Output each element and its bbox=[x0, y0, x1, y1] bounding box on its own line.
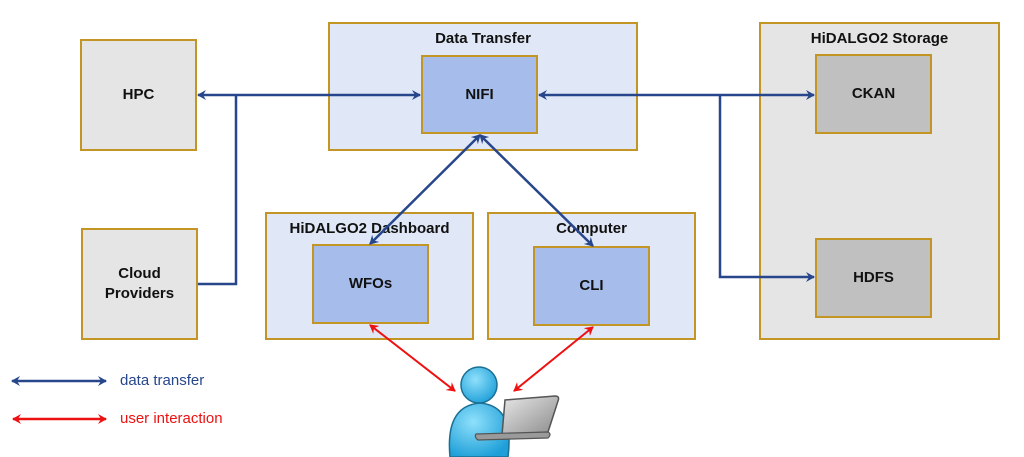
data-transfer-title: Data Transfer bbox=[435, 30, 531, 47]
cloud-providers-label: Cloud Providers bbox=[104, 265, 175, 302]
user-cli-arrow bbox=[513, 326, 594, 392]
cloud-nifi-connector bbox=[198, 95, 238, 286]
hpc-label: HPC bbox=[122, 86, 155, 103]
hpc-node: HPC bbox=[80, 39, 197, 151]
cli-node: CLI bbox=[533, 246, 650, 326]
hdfs-label: HDFS bbox=[853, 269, 894, 286]
nifi-node: NIFI bbox=[421, 55, 538, 134]
hdfs-node: HDFS bbox=[815, 238, 932, 318]
cloud-providers-node: Cloud Providers bbox=[81, 228, 198, 340]
ckan-label: CKAN bbox=[851, 85, 896, 102]
nifi-cli-arrow bbox=[479, 134, 594, 247]
wfos-node: WFOs bbox=[312, 244, 429, 324]
wfos-label: WFOs bbox=[348, 275, 393, 292]
nifi-label: NIFI bbox=[465, 85, 494, 103]
user-wfos-arrow bbox=[369, 324, 456, 392]
nifi-wfos-arrow bbox=[369, 134, 481, 245]
user-with-laptop-icon bbox=[448, 366, 560, 457]
cli-label: CLI bbox=[579, 277, 604, 294]
ckan-node: CKAN bbox=[815, 54, 932, 134]
legend-user-interaction-label: user interaction bbox=[120, 410, 223, 427]
legend-data-transfer-label: data transfer bbox=[120, 372, 205, 389]
storage-title: HiDALGO2 Storage bbox=[810, 30, 949, 47]
nifi-hdfs-arrow bbox=[718, 95, 815, 282]
